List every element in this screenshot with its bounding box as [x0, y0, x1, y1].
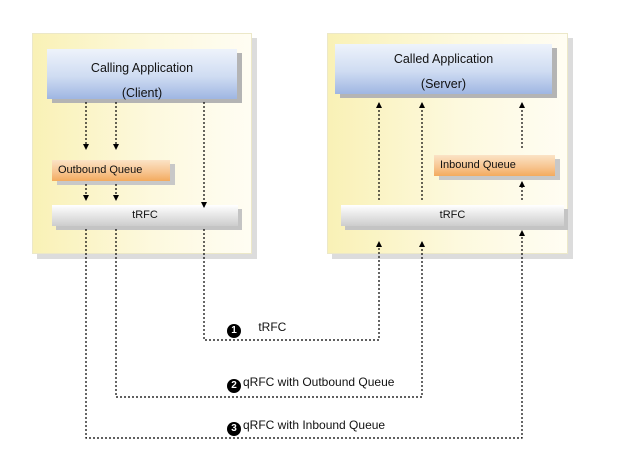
connection-2-line [115, 229, 425, 398]
called-application-box: Called Application (Server) [335, 44, 552, 94]
connection-3-line [85, 229, 525, 439]
connection-3-text: qRFC with Inbound Queue [243, 418, 386, 432]
client-trfc-bar: tRFC [52, 205, 238, 226]
outbound-queue: Outbound Queue [52, 160, 170, 181]
called-application-title: Called Application [393, 52, 494, 66]
connection-1-number: 1 [227, 324, 241, 338]
calling-application-subtitle: (Client) [121, 86, 163, 100]
calling-application-box: Calling Application (Client) [47, 49, 237, 100]
connection-1-label: 1 tRFC [227, 320, 286, 338]
called-application-subtitle: (Server) [420, 77, 467, 91]
calling-application-title: Calling Application [90, 61, 194, 75]
connection-3-number: 3 [227, 422, 241, 436]
connection-1-text: tRFC [258, 320, 287, 334]
server-trfc-bar: tRFC [341, 205, 564, 226]
connection-2-number: 2 [227, 379, 241, 393]
connection-2-text: qRFC with Outbound Queue [243, 375, 395, 389]
inbound-queue: Inbound Queue [434, 155, 555, 176]
